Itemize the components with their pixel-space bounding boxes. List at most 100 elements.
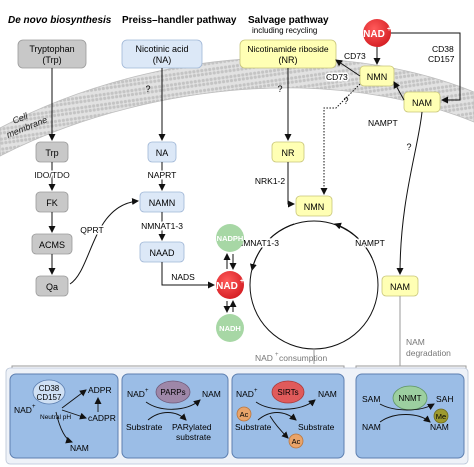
arrow-nads: [161, 262, 215, 289]
panel-sirt-nam: NAM: [318, 389, 337, 399]
panel-parp: [121, 373, 229, 459]
nad-outside-sup: +: [387, 26, 391, 33]
sirt-enzyme-shape: [271, 380, 305, 404]
enzyme-nampt-mid: NAMPT: [355, 238, 385, 248]
panel-parp-nad: NAD: [127, 389, 145, 399]
enzyme-nads: NADS: [171, 272, 195, 282]
enzyme-nrk: NRK1-2: [255, 176, 286, 186]
trp-outside-abbrev: (Trp): [42, 55, 61, 65]
panel-nnmt-nam-right: NAM: [430, 422, 449, 432]
enzyme-nmnat-mid: NMNAT1-3: [237, 238, 279, 248]
nr-outside-abbrev: (NR): [279, 55, 298, 65]
arrow-cd38-adpr: [61, 389, 87, 409]
panel-cd38-nam: NAM: [70, 443, 89, 453]
panel-cd38-neutral: Neutral pH: [40, 414, 71, 421]
panel-cd38-cadpr: cADPR: [88, 413, 116, 423]
panel-nnmt-sam: SAM: [362, 394, 380, 404]
na-outside-abbrev: (NA): [153, 55, 172, 65]
degradation-label-2: degradation: [406, 348, 451, 358]
panel-parp-label: PARPs: [160, 388, 185, 397]
arrow-cycle-nampt: [334, 222, 373, 259]
enzyme-ido-tdo: IDO/TDO: [34, 170, 70, 180]
unknown-transport-nmn: ?: [343, 96, 348, 106]
arrow-parp-substrate: [147, 412, 187, 421]
nad-center-ball: [216, 271, 244, 299]
na-inside-label: NA: [156, 148, 169, 158]
qa-box: [35, 275, 69, 297]
nmn-outside-label: NMN: [367, 72, 388, 82]
arrow-qprt: [69, 198, 139, 285]
enzyme-cd38-top: CD38: [432, 44, 454, 54]
namn-label: NAMN: [149, 198, 176, 208]
arrow-nmn-import-unknown: [320, 83, 361, 195]
nadh-label: NADH: [219, 324, 241, 333]
panel-sirt-substrate-left: Substrate: [235, 422, 272, 432]
cd38-enzyme-shape: [32, 379, 66, 405]
arrow-cycle-nmnat: [249, 223, 295, 271]
enzyme-cd73-b: CD73: [326, 72, 348, 82]
arrow-nampt-out: [393, 81, 405, 101]
unknown-transport-nam: ?: [406, 142, 411, 152]
arrow-nnmt-nam: [379, 414, 431, 423]
enzyme-nampt-top: NAMPT: [368, 118, 398, 128]
arrow-sirt-ac: [269, 415, 289, 439]
nad-center-label: NAD: [216, 281, 238, 292]
panel-parp-product-2: substrate: [176, 432, 211, 442]
degradation-label-1: NAM: [406, 337, 425, 347]
nadph-label: NADPH: [217, 234, 244, 243]
panel-sirt-ac-right: Ac: [292, 437, 301, 446]
panel-sirt-substrate-right: Substrate: [298, 422, 335, 432]
header-preiss-handler: Preiss–handler pathway: [122, 15, 237, 26]
panel-sirt-nad-sup: +: [254, 388, 258, 394]
nam-outside-label: NAM: [412, 98, 432, 108]
nad-outside-label: NAD: [363, 29, 385, 40]
panel-sirt-ac-left: Ac: [240, 410, 249, 419]
naad-label: NAAD: [149, 248, 175, 258]
acetyl-group-left: [236, 406, 252, 422]
nadh-ball: [216, 314, 244, 342]
nmn-inside-box: [295, 195, 333, 217]
consumption-label-pre: NAD: [255, 353, 273, 363]
panel-nnmt-sah: SAH: [436, 394, 453, 404]
consumption-label-sup: +: [275, 352, 279, 358]
arrow-cd38-out: [391, 32, 461, 104]
panel-nnmt-me: Me: [436, 412, 446, 421]
fk-label: FK: [46, 198, 58, 208]
arrow-nrk: [287, 162, 295, 208]
enzyme-cd73-a: CD73: [344, 51, 366, 61]
panel-cd157-label: CD157: [37, 393, 62, 402]
panel-parp-substrate: Substrate: [126, 422, 163, 432]
cell-membrane: [0, 57, 474, 157]
header-salvage: Salvage pathway: [248, 15, 329, 26]
methyl-group: [433, 408, 449, 424]
unknown-transport-na: ?: [145, 84, 150, 94]
nmn-inside-label: NMN: [304, 202, 325, 212]
parp-enzyme-shape: [155, 380, 191, 404]
arrow-sirt-substrate: [257, 412, 297, 421]
trp-outside-label: Tryptophan: [29, 44, 74, 54]
na-outside-label: Nicotinic acid: [135, 44, 188, 54]
panel-cd38-nad: NAD: [14, 405, 32, 415]
nadph-ball: [216, 224, 244, 252]
arrow-sirt-nad-nam: [255, 399, 316, 410]
nad-outside-ball: [363, 19, 391, 47]
panel-nnmt-nam: NAM: [362, 422, 381, 432]
panel-parp-product-1: PARylated: [172, 422, 212, 432]
qa-label: Qa: [46, 282, 58, 292]
panel-parp-nad-sup: +: [145, 388, 149, 394]
arrow-cd38-nam: [55, 411, 73, 444]
enzyme-nmnat-top: NMNAT1-3: [141, 221, 183, 231]
acetyl-group-right: [288, 433, 304, 449]
panel-parp-nam: NAM: [202, 389, 221, 399]
nad-center-sup: +: [240, 278, 244, 285]
acms-label: ACMS: [39, 240, 65, 250]
nam-inside-label: NAM: [390, 282, 410, 292]
arrow-nnmt-sam-sah: [379, 403, 435, 411]
unknown-transport-nr: ?: [277, 84, 282, 94]
nr-inside-label: NR: [282, 148, 295, 158]
consumption-label-post: consumption: [279, 353, 327, 363]
arrow-cd38-cadpr: [61, 409, 87, 420]
panel-cd38-nad-sup: +: [32, 404, 36, 410]
